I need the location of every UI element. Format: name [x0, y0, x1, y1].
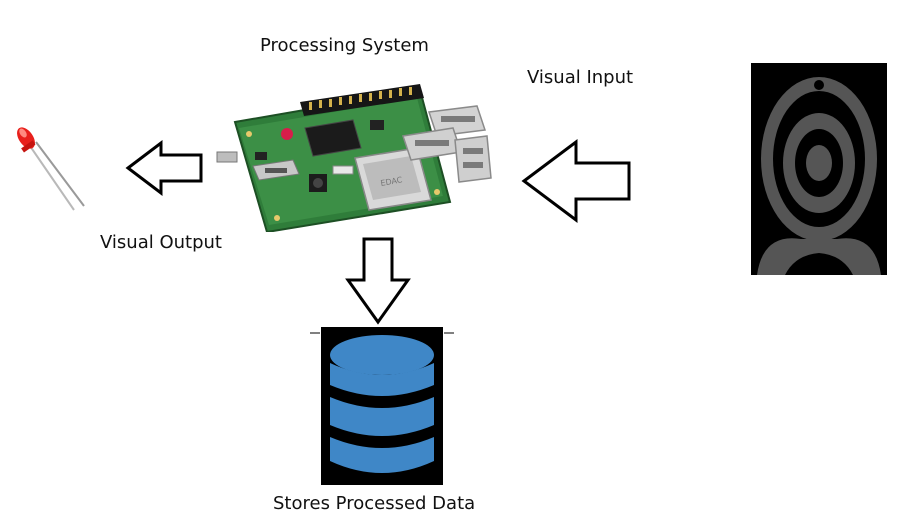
led-icon — [17, 127, 85, 211]
database-icon — [310, 327, 454, 485]
stores-processed-data-label: Stores Processed Data — [273, 493, 476, 514]
processing-system-label: Processing System — [260, 35, 429, 56]
raspberry-pi-board-icon: EDAC — [216, 84, 492, 232]
arrow-from-input-icon — [521, 139, 631, 223]
webcam-icon — [751, 63, 887, 275]
arrow-to-output-icon — [125, 140, 203, 196]
arrow-to-storage-icon — [345, 237, 411, 325]
visual-input-label: Visual Input — [527, 67, 634, 88]
visual-output-label: Visual Output — [100, 232, 222, 253]
ethernet-jack-text: EDAC — [380, 175, 404, 188]
